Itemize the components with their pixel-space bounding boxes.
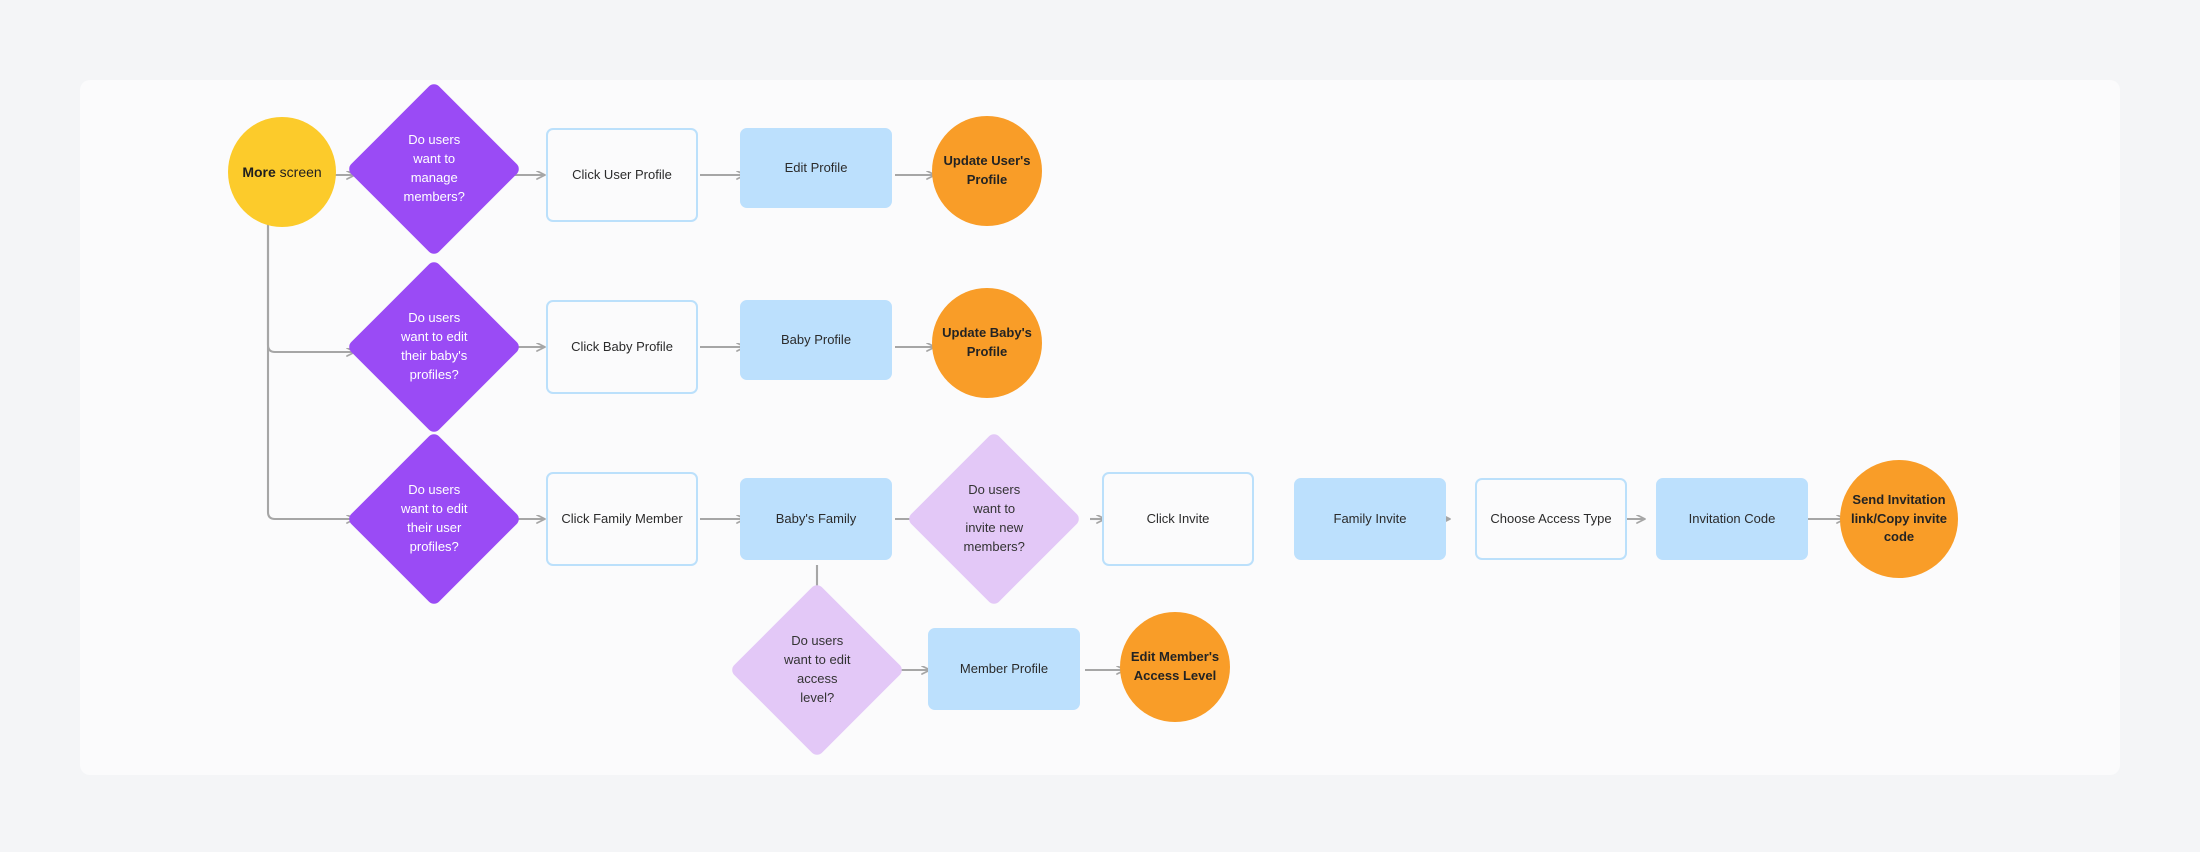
node-label: Click User Profile — [572, 166, 672, 182]
node-start-more-screen[interactable]: More screen — [228, 117, 336, 227]
node-label-rest: screen — [275, 163, 322, 180]
node-label: Member Profile — [959, 660, 1049, 676]
node-label: Click Baby Profile — [571, 338, 673, 354]
node-baby-profile[interactable]: Baby Profile — [740, 300, 892, 380]
node-label: Family Invite — [1333, 510, 1407, 526]
node-label: Choose Access Type — [1490, 510, 1612, 526]
node-label: Update User's Profile — [943, 153, 1031, 187]
node-decision-manage-members[interactable]: Do users want to manage members? — [346, 81, 522, 257]
node-invitation-code[interactable]: Invitation Code — [1656, 478, 1808, 560]
node-decision-invite-new-members[interactable]: Do users want to invite new members? — [906, 431, 1082, 607]
node-label: Click Invite — [1146, 510, 1210, 526]
node-label: Do users want to invite new members? — [963, 482, 1025, 554]
node-decision-edit-baby-profiles[interactable]: Do users want to edit their baby's profi… — [346, 259, 522, 435]
node-label: Update Baby's Profile — [942, 325, 1032, 359]
node-decision-edit-user-profiles[interactable]: Do users want to edit their user profile… — [346, 431, 522, 607]
node-label: Send Invitation link/Copy invite code — [1850, 491, 1948, 545]
node-label: Click Family Member — [561, 510, 683, 526]
node-label: Do users want to edit access level? — [783, 633, 851, 705]
node-edit-members-access-level[interactable]: Edit Member's Access Level — [1120, 612, 1230, 722]
node-label: Do users want to edit their baby's profi… — [400, 310, 468, 382]
node-edit-profile[interactable]: Edit Profile — [740, 128, 892, 208]
node-label: Baby Profile — [780, 331, 852, 347]
node-family-invite[interactable]: Family Invite — [1294, 478, 1446, 560]
node-send-invitation-link[interactable]: Send Invitation link/Copy invite code — [1840, 460, 1958, 578]
node-label-strong: More — [242, 163, 276, 180]
node-label: Edit Member's Access Level — [1130, 649, 1220, 683]
node-babys-family[interactable]: Baby's Family — [740, 478, 892, 560]
node-click-family-member[interactable]: Click Family Member — [546, 472, 698, 566]
node-update-users-profile[interactable]: Update User's Profile — [932, 116, 1042, 226]
node-update-babys-profile[interactable]: Update Baby's Profile — [932, 288, 1042, 398]
node-label: Invitation Code — [1688, 510, 1776, 526]
node-label: Do users want to manage members? — [403, 132, 465, 204]
node-click-invite[interactable]: Click Invite — [1102, 472, 1254, 566]
node-click-baby-profile[interactable]: Click Baby Profile — [546, 300, 698, 394]
node-choose-access-type[interactable]: Choose Access Type — [1475, 478, 1627, 560]
node-label: Edit Profile — [784, 159, 848, 175]
node-decision-edit-access-level[interactable]: Do users want to edit access level? — [729, 582, 905, 758]
node-label: Do users want to edit their user profile… — [400, 482, 468, 554]
node-label: More screen — [242, 162, 321, 182]
node-label: Baby's Family — [775, 510, 857, 526]
node-member-profile[interactable]: Member Profile — [928, 628, 1080, 710]
node-click-user-profile[interactable]: Click User Profile — [546, 128, 698, 222]
